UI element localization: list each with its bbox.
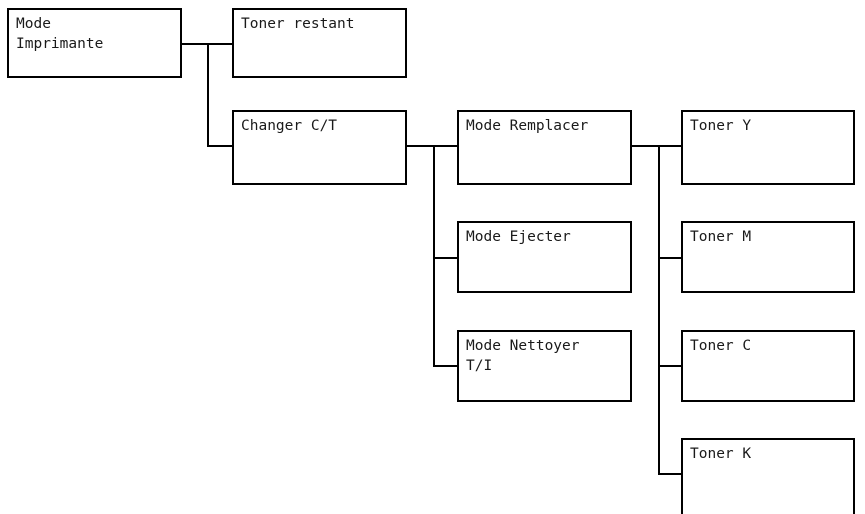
node-mode-nettoyer-ti[interactable]: Mode Nettoyer T/I [457,330,632,402]
node-label-changer-ct: Changer C/T [241,118,338,134]
connector-stub-toner-restant-in [207,43,234,45]
connector-stub-toner-c-in [658,365,683,367]
connector-stub-mode-remplacer-in [433,145,459,147]
connector-stub-toner-y-in [658,145,683,147]
node-label-mode-ejecter: Mode Ejecter [466,229,571,245]
node-toner-m[interactable]: Toner M [681,221,855,293]
node-toner-restant[interactable]: Toner restant [232,8,407,78]
node-mode-remplacer[interactable]: Mode Remplacer [457,110,632,185]
connector-stub-mode-nettoyer-in [433,365,459,367]
node-toner-y[interactable]: Toner Y [681,110,855,185]
connector-stub-mode-imprimante-out [182,43,209,45]
node-label-mode-nettoyer-ti: Mode Nettoyer T/I [466,338,580,374]
node-label-toner-m: Toner M [690,229,752,245]
node-label-mode-imprimante: Mode Imprimante [16,16,104,52]
connector-bus-level3 [433,145,435,367]
connector-stub-toner-m-in [658,257,683,259]
node-toner-c[interactable]: Toner C [681,330,855,402]
connector-stub-changer-ct-out [407,145,435,147]
node-label-toner-y: Toner Y [690,118,752,134]
connector-bus-level4 [658,145,660,475]
node-mode-imprimante[interactable]: Mode Imprimante [7,8,182,78]
node-label-toner-restant: Toner restant [241,16,355,32]
node-mode-ejecter[interactable]: Mode Ejecter [457,221,632,293]
node-toner-k[interactable]: Toner K [681,438,855,514]
connector-stub-changer-ct-in [207,145,234,147]
node-label-toner-k: Toner K [690,446,752,462]
connector-stub-toner-k-in [658,473,683,475]
connector-bus-level2 [207,43,209,147]
node-label-toner-c: Toner C [690,338,752,354]
connector-stub-mode-remplacer-out [632,145,660,147]
node-label-mode-remplacer: Mode Remplacer [466,118,589,134]
connector-stub-mode-ejecter-in [433,257,459,259]
node-changer-ct[interactable]: Changer C/T [232,110,407,185]
